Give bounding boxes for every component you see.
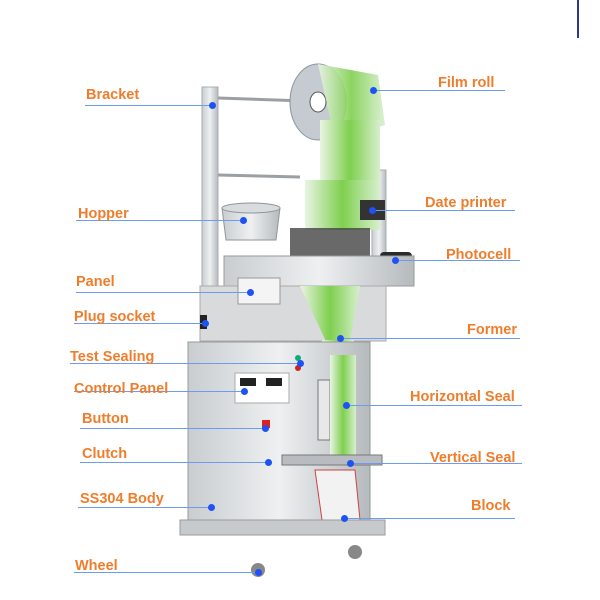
wheel-point [255, 569, 262, 576]
film-roll-leader-line [373, 90, 505, 91]
film-web [320, 120, 380, 180]
bag-block [314, 469, 361, 521]
clutch-leader-line [80, 462, 268, 463]
film-roll-point [370, 87, 377, 94]
former-label: Former [467, 322, 517, 338]
hopper-label: Hopper [78, 206, 129, 222]
film-roll-label: Film roll [438, 75, 495, 91]
panel-box [237, 277, 281, 305]
body-leader-line [78, 507, 211, 508]
hopper-point [240, 217, 247, 224]
horizontal-seal-label: Horizontal Seal [410, 389, 515, 405]
panel-label: Panel [76, 274, 115, 290]
block-label: Block [471, 498, 511, 514]
block-leader-line [344, 518, 515, 519]
date-printer-label: Date printer [425, 195, 507, 211]
plug-socket-point [202, 320, 209, 327]
control-panel-leader-line [74, 391, 244, 392]
vertical-seal-label: Vertical Seal [430, 450, 516, 466]
wheel-label: Wheel [75, 558, 118, 574]
hopper-leader-line [76, 220, 243, 221]
button-leader-line [80, 428, 265, 429]
test-sealing-leader-line [70, 363, 300, 364]
photocell-leader-line [395, 260, 520, 261]
vertical-seal-leader-line [350, 463, 522, 464]
vertical-seal-point [347, 460, 354, 467]
bracket-point [209, 102, 216, 109]
date-printer-leader-line [372, 210, 515, 211]
body-label: SS304 Body [80, 491, 164, 507]
panel-point [247, 289, 254, 296]
plug-socket-leader-line [74, 323, 205, 324]
clutch-label: Clutch [82, 446, 128, 462]
block-point [341, 515, 348, 522]
test-sealing-label: Test Sealing [70, 349, 155, 365]
button-label: Button [82, 411, 129, 427]
clutch-point [265, 459, 272, 466]
bracket-leader-line [85, 105, 212, 106]
control-panel-point [241, 388, 248, 395]
button-point [262, 425, 269, 432]
control-panel-label: Control Panel [74, 381, 169, 397]
former-point [337, 335, 344, 342]
panel-leader-line [76, 292, 250, 293]
wheel-leader-line [74, 572, 258, 573]
photocell-label: Photocell [446, 247, 512, 263]
corner-mark [577, 0, 579, 38]
plug-socket-label: Plug socket [74, 309, 156, 325]
bracket-label: Bracket [86, 87, 140, 103]
body-point [208, 504, 215, 511]
former-leader-line [340, 338, 520, 339]
test-sealing-point [297, 360, 304, 367]
photocell-point [392, 257, 399, 264]
horizontal-seal-point [343, 402, 350, 409]
horizontal-seal-leader-line [346, 405, 522, 406]
date-printer-point [369, 207, 376, 214]
vertical-seal-jaws [281, 454, 383, 466]
